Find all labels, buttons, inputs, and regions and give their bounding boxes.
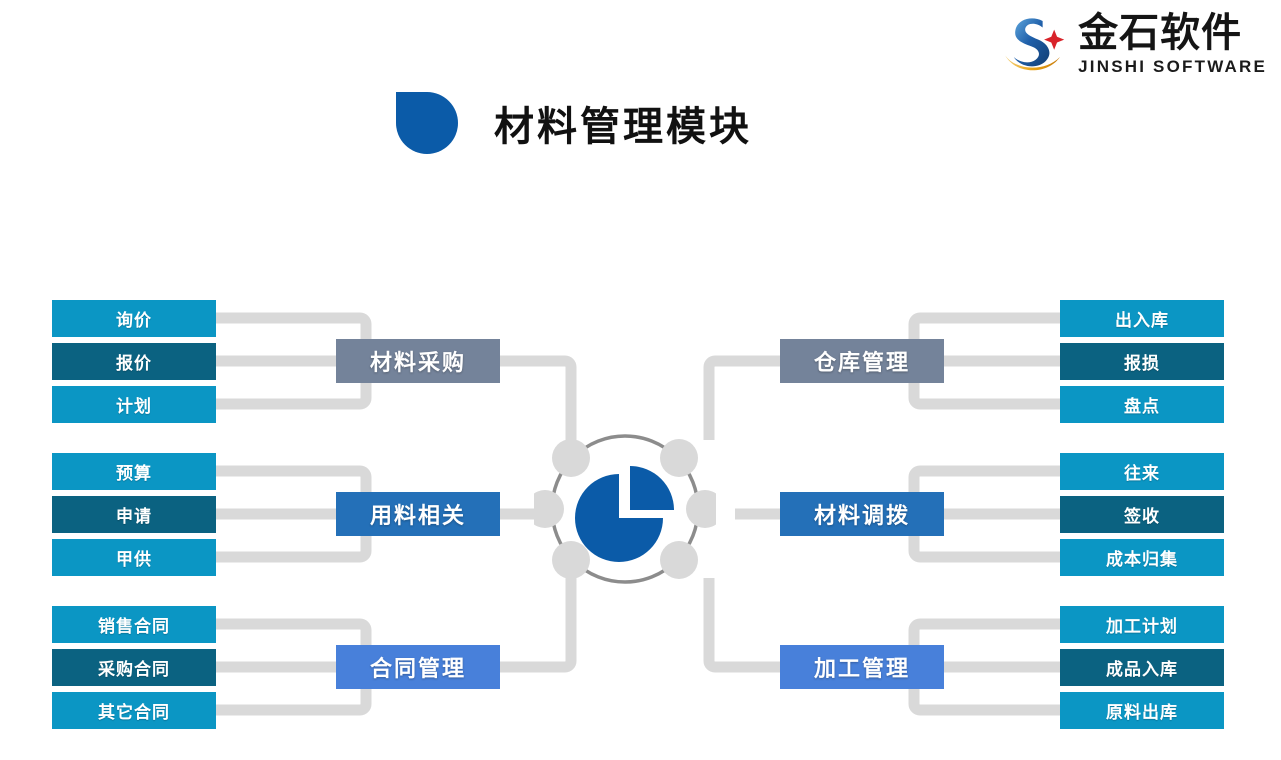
hub-node[interactable]: 合同管理 xyxy=(336,645,500,689)
hub-node[interactable]: 材料调拨 xyxy=(780,492,944,536)
center-hub-emblem xyxy=(534,434,716,584)
list-item[interactable]: 预算 xyxy=(52,453,216,490)
hub-nodes xyxy=(534,439,716,579)
list-item[interactable]: 成本归集 xyxy=(1060,539,1224,576)
list-item[interactable]: 原料出库 xyxy=(1060,692,1224,729)
list-item[interactable]: 申请 xyxy=(52,496,216,533)
list-item[interactable]: 往来 xyxy=(1060,453,1224,490)
hub-node[interactable]: 材料采购 xyxy=(336,339,500,383)
hub-node[interactable]: 仓库管理 xyxy=(780,339,944,383)
hub-node[interactable]: 加工管理 xyxy=(780,645,944,689)
jinshi-s-swoosh-logo-icon xyxy=(1005,18,1065,71)
brand-name-cn: 金石软件 xyxy=(1078,10,1243,56)
brand-name-en: JINSHI SOFTWARE xyxy=(1078,57,1267,76)
list-item[interactable]: 报损 xyxy=(1060,343,1224,380)
list-item[interactable]: 销售合同 xyxy=(52,606,216,643)
hub-node[interactable]: 用料相关 xyxy=(336,492,500,536)
list-item[interactable]: 计划 xyxy=(52,386,216,423)
list-item[interactable]: 成品入库 xyxy=(1060,649,1224,686)
brand-logo: 金石软件 JINSHI SOFTWARE xyxy=(998,8,1267,80)
list-item[interactable]: 采购合同 xyxy=(52,649,216,686)
page-title-label: 材料管理模块 xyxy=(494,104,752,150)
brand-text: 金石软件 JINSHI SOFTWARE xyxy=(1078,13,1267,75)
list-item[interactable]: 签收 xyxy=(1060,496,1224,533)
list-item[interactable]: 其它合同 xyxy=(52,692,216,729)
list-item[interactable]: 加工计划 xyxy=(1060,606,1224,643)
list-item[interactable]: 出入库 xyxy=(1060,300,1224,337)
list-item[interactable]: 盘点 xyxy=(1060,386,1224,423)
page-title: 材料管理模块 xyxy=(396,92,752,154)
pie-chart-icon xyxy=(575,466,674,562)
list-item[interactable]: 甲供 xyxy=(52,539,216,576)
list-item[interactable]: 询价 xyxy=(52,300,216,337)
list-item[interactable]: 报价 xyxy=(52,343,216,380)
